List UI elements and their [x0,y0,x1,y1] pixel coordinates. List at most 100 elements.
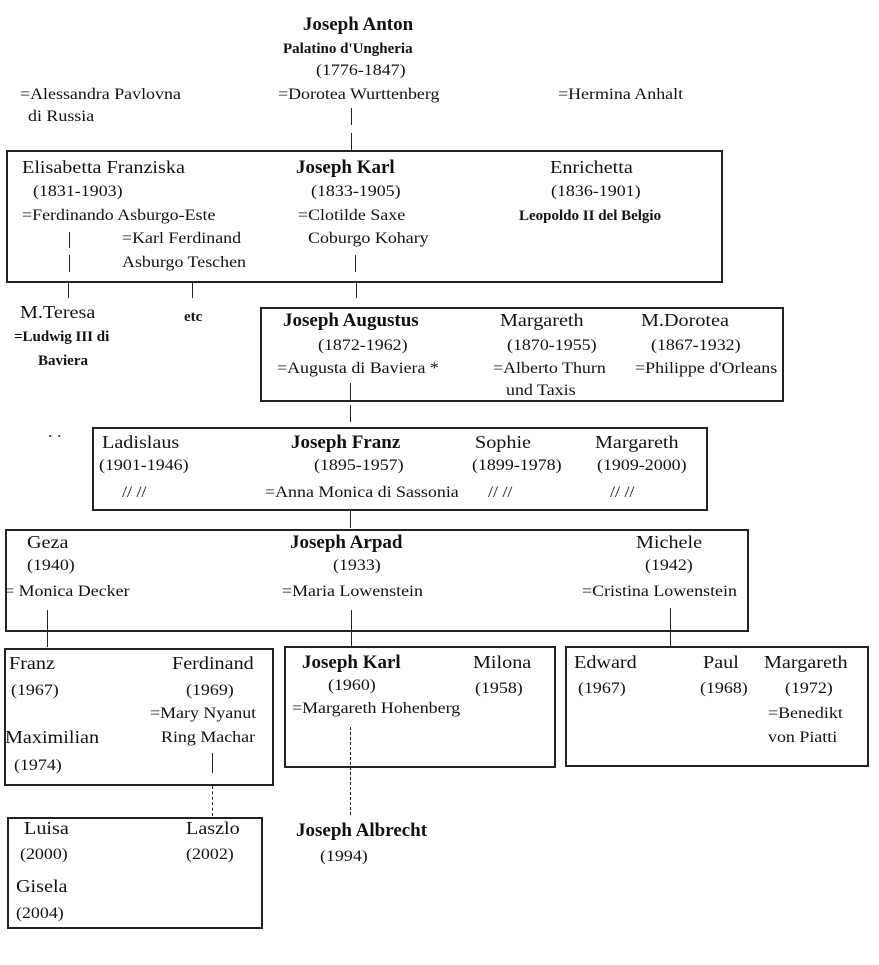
person-name: Margareth [764,652,848,672]
person-dates: (1901-1946) [99,457,189,474]
person-name: Margareth [595,432,679,452]
person-dates: (1872-1962) [318,337,408,354]
person-name: Sophie [475,432,532,452]
marriage-marks: // // [488,484,513,501]
connector-dashed-line [212,786,213,816]
person-dates: (1867-1932) [651,337,741,354]
person-name: Laszlo [186,818,240,838]
person-dates: (1836-1901) [551,183,641,200]
root-name: Joseph Anton [302,14,414,35]
person-name: Elisabetta Franziska [22,157,185,177]
family-box-gen2 [260,307,784,402]
person-spouse: =Benedikt [768,705,843,722]
connector-line [356,283,357,298]
person-dates: (2000) [20,846,68,863]
person-name: Gisela [16,876,68,896]
person-dates: (1933) [333,557,381,574]
person-spouse: = Monica Decker [4,583,130,600]
person-dates: (1958) [475,680,523,697]
connector-line [351,108,352,125]
person-spouse: =Augusta di Baviera * [277,360,439,377]
connector-line [68,283,69,298]
person-name: Paul [703,652,739,672]
person-name: M.Teresa [20,302,96,322]
connector-line [350,405,351,422]
family-box-arpad-children [284,646,556,768]
person-spouse: =Anna Monica di Sassonia [265,484,459,501]
person-spouse: =Cristina Lowenstein [582,583,737,600]
person-dates: (1967) [11,682,59,699]
person-spouse: =Alberto Thurn [493,360,606,377]
root-spouse-2: =Dorotea Wurttenberg [278,86,440,103]
person-name: Michele [636,532,703,552]
family-box-gen3 [92,427,708,511]
person-name: Enrichetta [550,157,633,177]
person-dates: (1899-1978) [472,457,562,474]
connector-line [355,255,356,272]
person-dates: (1968) [700,680,748,697]
person-spouse: Leopoldo II del Belgio [519,208,662,224]
person-dates: (1831-1903) [33,183,123,200]
connector-line [69,232,70,248]
person-name: Joseph Augustus [283,310,419,331]
person-spouse-cont: und Taxis [506,382,576,399]
family-box-ferdinand-children [7,817,263,929]
connector-line [350,383,351,401]
person-dates: (1994) [320,848,368,865]
person-name: Joseph Karl [296,157,395,178]
ellipsis-dots: . . [48,424,62,441]
connector-line [351,133,352,150]
person-name: Edward [574,652,637,672]
connector-line [212,753,213,773]
connector-dashed-line [350,727,351,815]
connector-line [69,255,70,272]
person-name: Ladislaus [102,432,180,452]
person-dates: (2002) [186,846,234,863]
person-spouse: =Clotilde Saxe [298,207,406,224]
person-dates: (1870-1955) [507,337,597,354]
root-dates: (1776-1847) [316,62,406,79]
root-spouse-3: =Hermina Anhalt [558,86,684,103]
person-spouse-cont: Asburgo Teschen [122,254,247,271]
root-spouse-1: =Alessandra Pavlovna [20,86,181,103]
person-name: Maximilian [5,727,100,747]
person-name: Luisa [24,818,69,838]
marriage-marks: // // [122,484,147,501]
marriage-marks: // // [610,484,635,501]
person-dates: (1895-1957) [314,457,404,474]
root-spouse-1-cont: di Russia [28,108,95,125]
person-dates: (1942) [645,557,693,574]
person-spouse: =Philippe d'Orleans [635,360,778,377]
person-name: Joseph Arpad [290,532,403,553]
person-name: Joseph Albrecht [296,820,428,841]
person-spouse: =Karl Ferdinand [122,230,242,247]
person-dates: (1940) [27,557,75,574]
connector-line [47,610,48,647]
person-spouse-cont: von Piatti [768,729,838,746]
person-name: M.Dorotea [641,310,729,330]
family-box-geza-children [4,648,274,786]
person-spouse-cont: Coburgo Kohary [308,230,429,247]
person-spouse: =Maria Lowenstein [282,583,423,600]
person-dates: (1833-1905) [311,183,401,200]
person-name: Milona [473,652,532,672]
person-dates: (1969) [186,682,234,699]
person-spouse: =Ludwig III di [14,329,110,345]
person-dates: (1967) [578,680,626,697]
person-spouse-cont: Ring Machar [161,729,256,746]
person-dates: (1972) [785,680,833,697]
person-name: Margareth [500,310,584,330]
person-dates: (1960) [328,677,376,694]
family-box-gen4 [5,529,749,632]
etc-label: etc [184,309,203,325]
person-spouse: =Mary Nyanut [150,705,257,722]
person-spouse-cont: Baviera [38,353,88,369]
connector-line [350,511,351,528]
person-spouse: =Margareth Hohenberg [292,700,461,717]
person-name: Geza [27,532,69,552]
person-name: Ferdinand [172,653,254,673]
root-title: Palatino d'Ungheria [283,41,413,57]
person-spouse: =Ferdinando Asburgo-Este [22,207,216,224]
connector-line [192,283,193,298]
family-box-gen1 [6,150,723,283]
